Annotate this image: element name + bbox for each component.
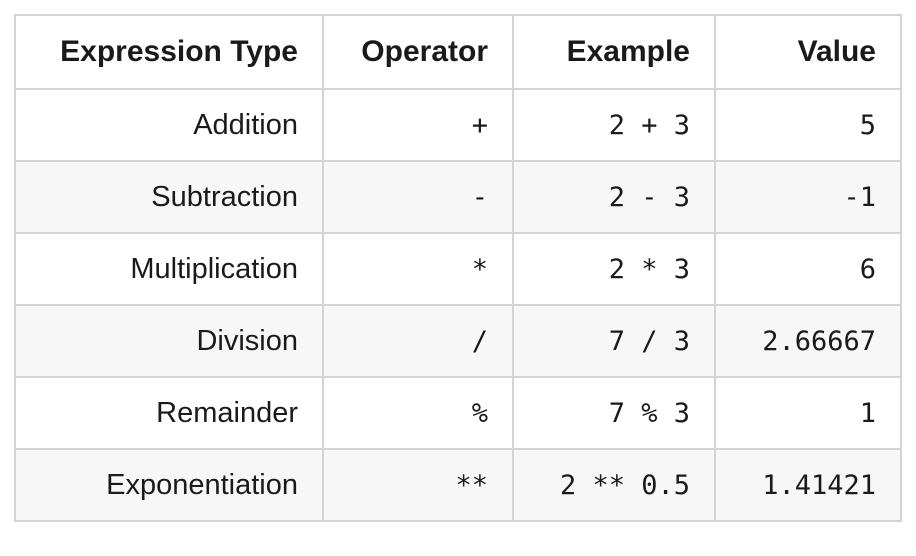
cell-value: -1 (714, 160, 902, 234)
cell-expression-type: Addition (14, 88, 324, 162)
table-row: Division / 7 / 3 2.66667 (14, 304, 902, 378)
cell-example: 2 * 3 (512, 232, 716, 306)
cell-operator: % (322, 376, 514, 450)
cell-example: 2 ** 0.5 (512, 448, 716, 522)
cell-value: 5 (714, 88, 902, 162)
cell-example: 2 - 3 (512, 160, 716, 234)
table-row: Subtraction - 2 - 3 -1 (14, 160, 902, 234)
expression-table: Expression Type Operator Example Value A… (14, 14, 902, 522)
cell-example: 7 / 3 (512, 304, 716, 378)
table-row: Multiplication * 2 * 3 6 (14, 232, 902, 306)
cell-operator: + (322, 88, 514, 162)
cell-operator: * (322, 232, 514, 306)
cell-expression-type: Remainder (14, 376, 324, 450)
cell-value: 1.41421 (714, 448, 902, 522)
table-row: Addition + 2 + 3 5 (14, 88, 902, 162)
cell-operator: / (322, 304, 514, 378)
table-row: Exponentiation ** 2 ** 0.5 1.41421 (14, 448, 902, 522)
cell-example: 2 + 3 (512, 88, 716, 162)
table-row: Remainder % 7 % 3 1 (14, 376, 902, 450)
header-operator: Operator (322, 14, 514, 90)
cell-value: 1 (714, 376, 902, 450)
table-body: Addition + 2 + 3 5 Subtraction - 2 - 3 -… (14, 88, 902, 522)
cell-example: 7 % 3 (512, 376, 716, 450)
cell-expression-type: Exponentiation (14, 448, 324, 522)
cell-expression-type: Multiplication (14, 232, 324, 306)
cell-expression-type: Division (14, 304, 324, 378)
table-header: Expression Type Operator Example Value (14, 14, 902, 90)
header-value: Value (714, 14, 902, 90)
cell-value: 2.66667 (714, 304, 902, 378)
header-example: Example (512, 14, 716, 90)
header-row: Expression Type Operator Example Value (14, 14, 902, 90)
cell-operator: - (322, 160, 514, 234)
header-expression-type: Expression Type (14, 14, 324, 90)
cell-operator: ** (322, 448, 514, 522)
cell-value: 6 (714, 232, 902, 306)
cell-expression-type: Subtraction (14, 160, 324, 234)
